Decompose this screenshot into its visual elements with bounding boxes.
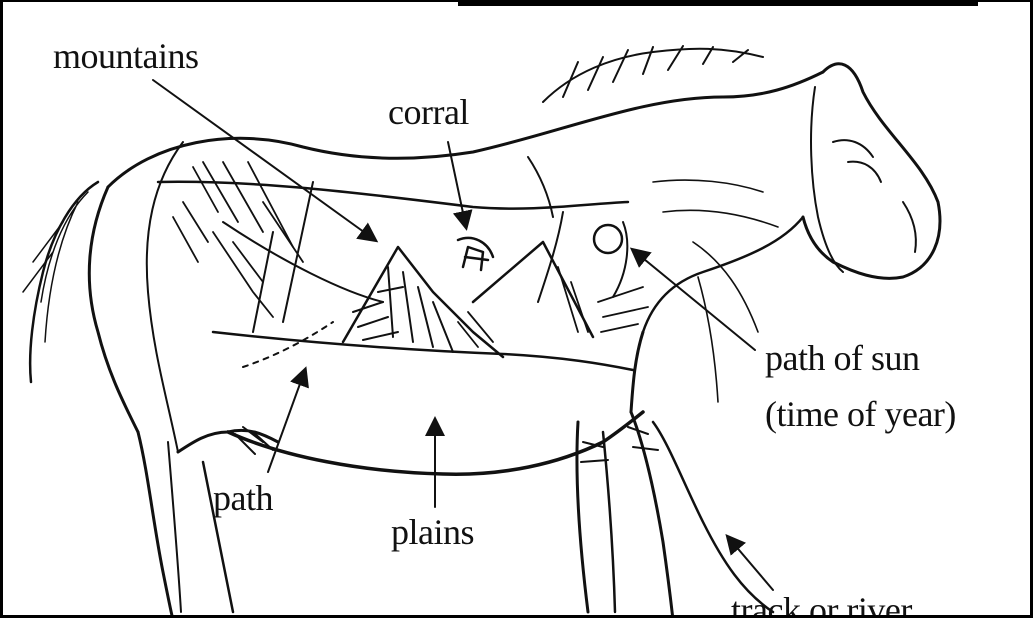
label-track-or-river: track or river	[731, 592, 912, 618]
label-time-of-year: (time of year)	[765, 396, 956, 432]
label-corral: corral	[388, 94, 469, 130]
label-path: path	[213, 480, 273, 516]
label-mountains: mountains	[53, 38, 199, 74]
arrow-track-or-river	[728, 537, 773, 590]
label-path-of-sun: path of sun	[765, 340, 919, 376]
arrow-path-of-sun	[633, 250, 755, 350]
horse-cave-drawing	[3, 2, 1033, 618]
arrow-mountains	[153, 80, 375, 240]
label-plains: plains	[391, 514, 474, 550]
horse-outline	[23, 46, 940, 618]
